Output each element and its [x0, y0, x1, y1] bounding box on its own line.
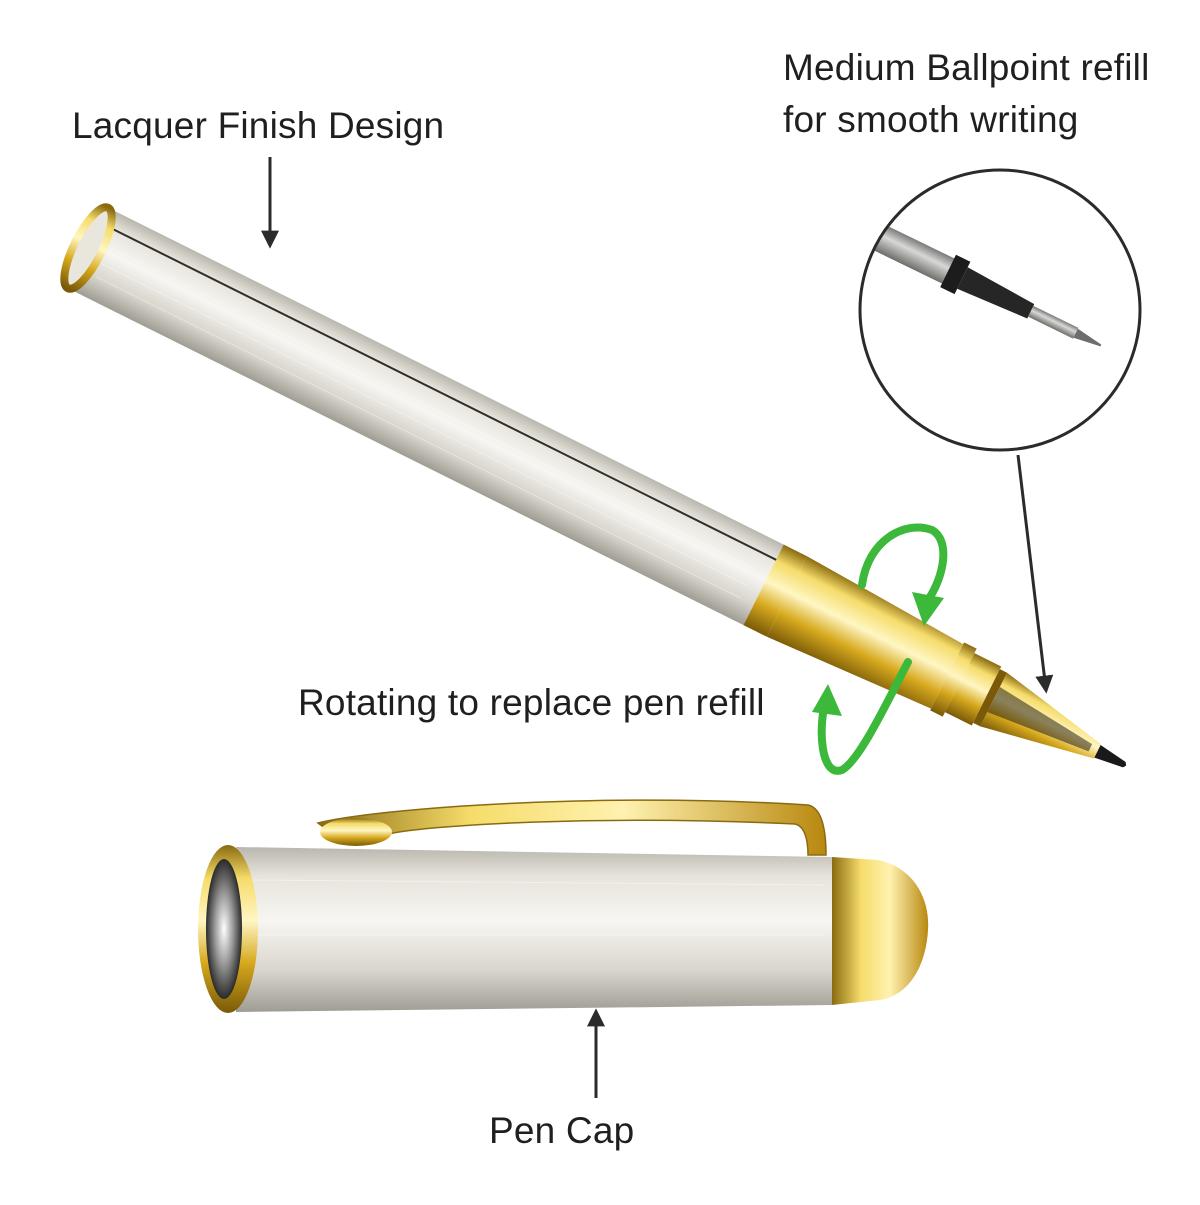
refill-pointer-arrow — [1016, 454, 1054, 694]
pen-cap — [198, 799, 929, 1013]
rotate-arrows-icon — [817, 523, 948, 775]
arrow-icon — [261, 157, 1054, 1098]
refill-closeup — [858, 168, 1142, 452]
rotate-label: Rotating to replace pen refill — [298, 682, 765, 723]
pen-body — [60, 203, 1127, 768]
refill-label-line2: for smooth writing — [783, 99, 1079, 140]
pen-cap-label: Pen Cap — [489, 1110, 635, 1151]
refill-label: Medium Ballpoint refill for smooth writi… — [783, 42, 1150, 146]
lacquer-finish-label: Lacquer Finish Design — [72, 105, 445, 146]
refill-label-line1: Medium Ballpoint refill — [783, 47, 1150, 88]
rotate-arrowheads — [812, 592, 944, 716]
